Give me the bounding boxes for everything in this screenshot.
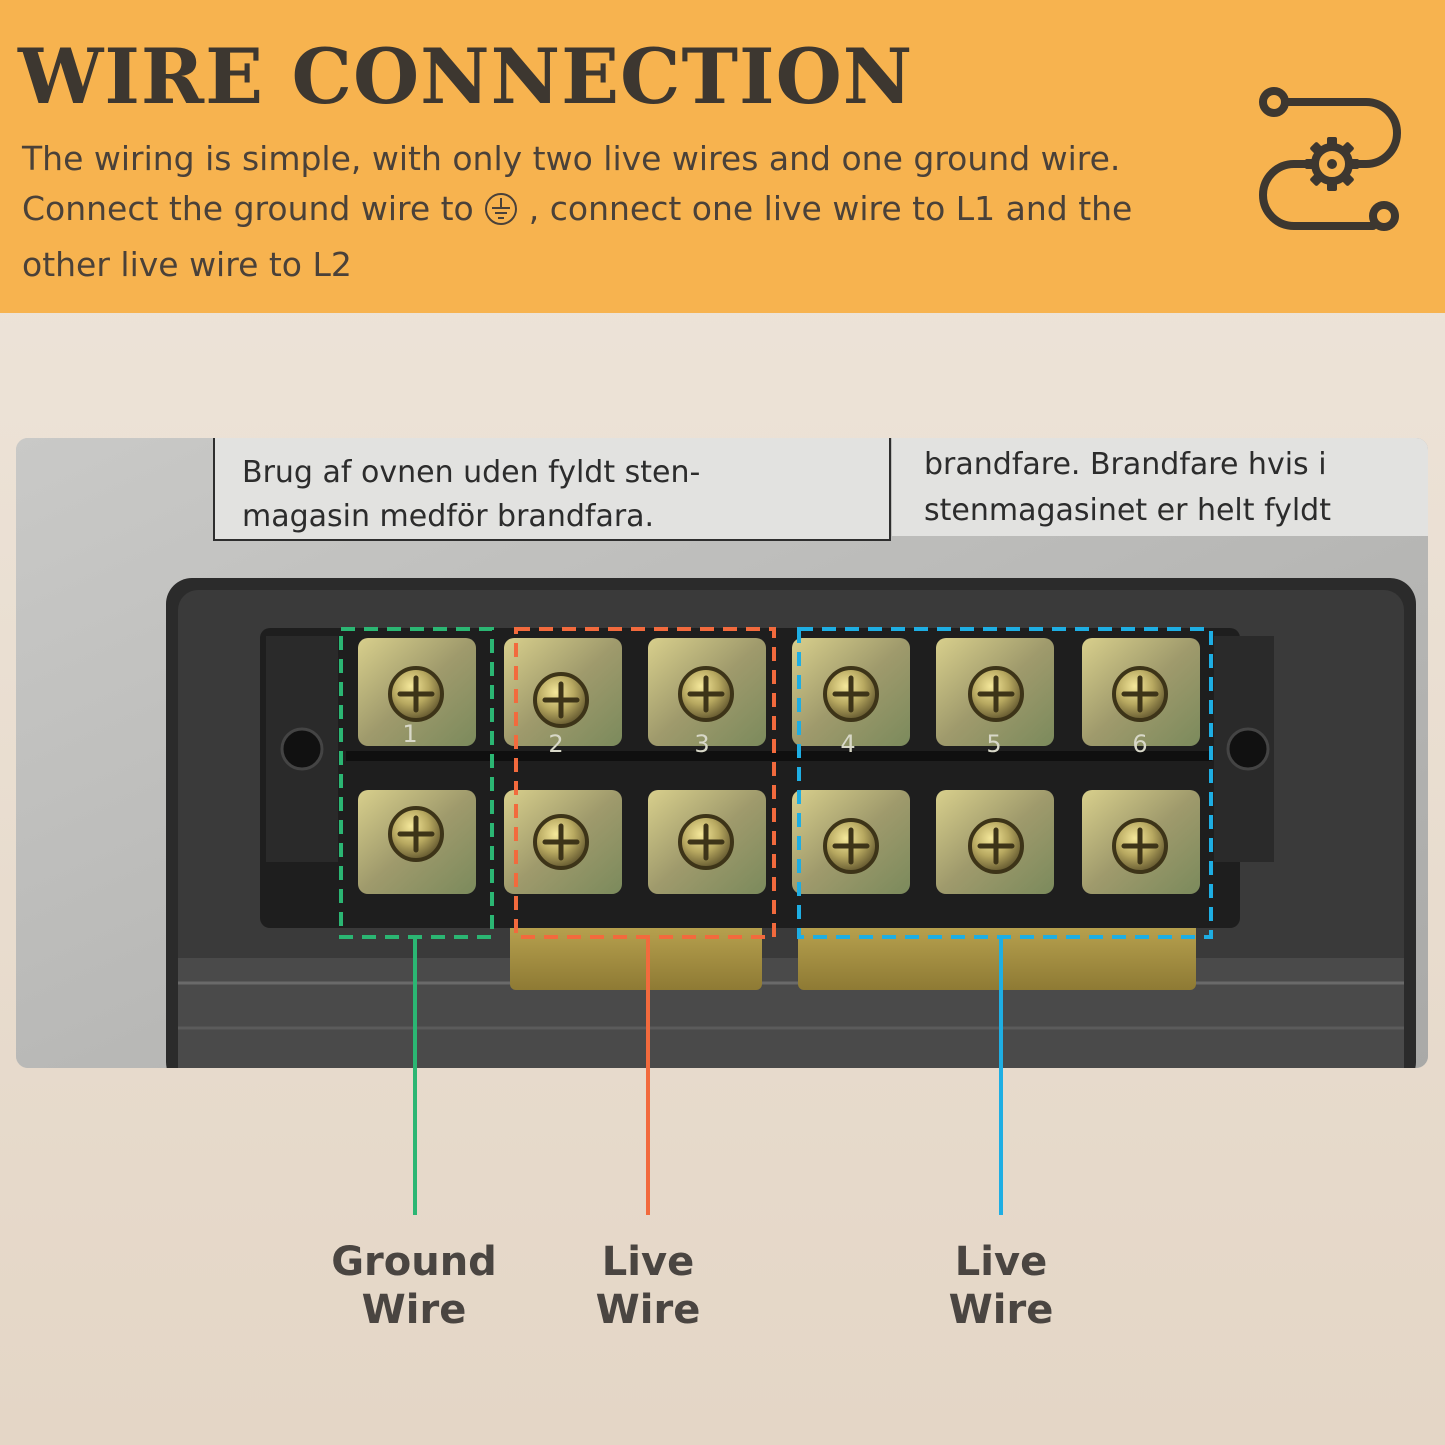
ground-wire-label: Ground Wire: [314, 1238, 514, 1334]
wire-path-gear-icon: [1254, 84, 1410, 240]
live-wire-leader-line-2: [999, 937, 1003, 1215]
ground-wire-leader-line: [413, 937, 417, 1215]
description-line-2b: , connect one live wire to L1 and the: [528, 189, 1133, 228]
terminal-number-2: 2: [548, 730, 563, 758]
live-wire-label-2-line-1: Live: [954, 1239, 1048, 1285]
description-line-2: Connect the ground wire to , connect one…: [22, 184, 1232, 240]
live-terminal-highlight-1: [514, 627, 776, 939]
terminal-number-5: 5: [986, 730, 1001, 758]
live-wire-label-1-line-2: Wire: [595, 1287, 701, 1333]
terminal-number-6: 6: [1132, 730, 1147, 758]
terminal-number-4: 4: [840, 730, 855, 758]
terminal-number-3: 3: [694, 730, 709, 758]
label-text-right-1: brandfare. Brandfare hvis i: [924, 447, 1327, 482]
wiring-description: The wiring is simple, with only two live…: [22, 134, 1232, 290]
description-line-3: other live wire to L2: [22, 245, 352, 284]
live-wire-leader-line-1: [646, 937, 650, 1215]
ground-wire-label-line-1: Ground: [331, 1239, 497, 1285]
live-wire-label-1: Live Wire: [548, 1238, 748, 1334]
header-banner: WIRE CONNECTION The wiring is simple, wi…: [0, 0, 1445, 313]
ground-wire-label-line-2: Wire: [361, 1287, 467, 1333]
terminal-block-photo: Brug af ovnen uden fyldt sten- magasin m…: [16, 438, 1428, 1068]
live-wire-label-2-line-2: Wire: [948, 1287, 1054, 1333]
description-line-1: The wiring is simple, with only two live…: [22, 139, 1121, 178]
terminal-number-1: 1: [402, 720, 417, 748]
live-wire-label-2: Live Wire: [901, 1238, 1101, 1334]
label-text-left-1: Brug af ovnen uden fyldt sten-: [242, 455, 700, 490]
label-text-right-2: stenmagasinet er helt fyldt: [924, 493, 1331, 528]
label-text-left-2: magasin medför brandfara.: [242, 499, 654, 534]
description-line-2a: Connect the ground wire to: [22, 189, 474, 228]
live-wire-label-1-line-1: Live: [601, 1239, 695, 1285]
live-terminal-highlight-2: [797, 627, 1213, 939]
ground-symbol-icon: [484, 190, 518, 240]
page-title: WIRE CONNECTION: [18, 32, 914, 121]
